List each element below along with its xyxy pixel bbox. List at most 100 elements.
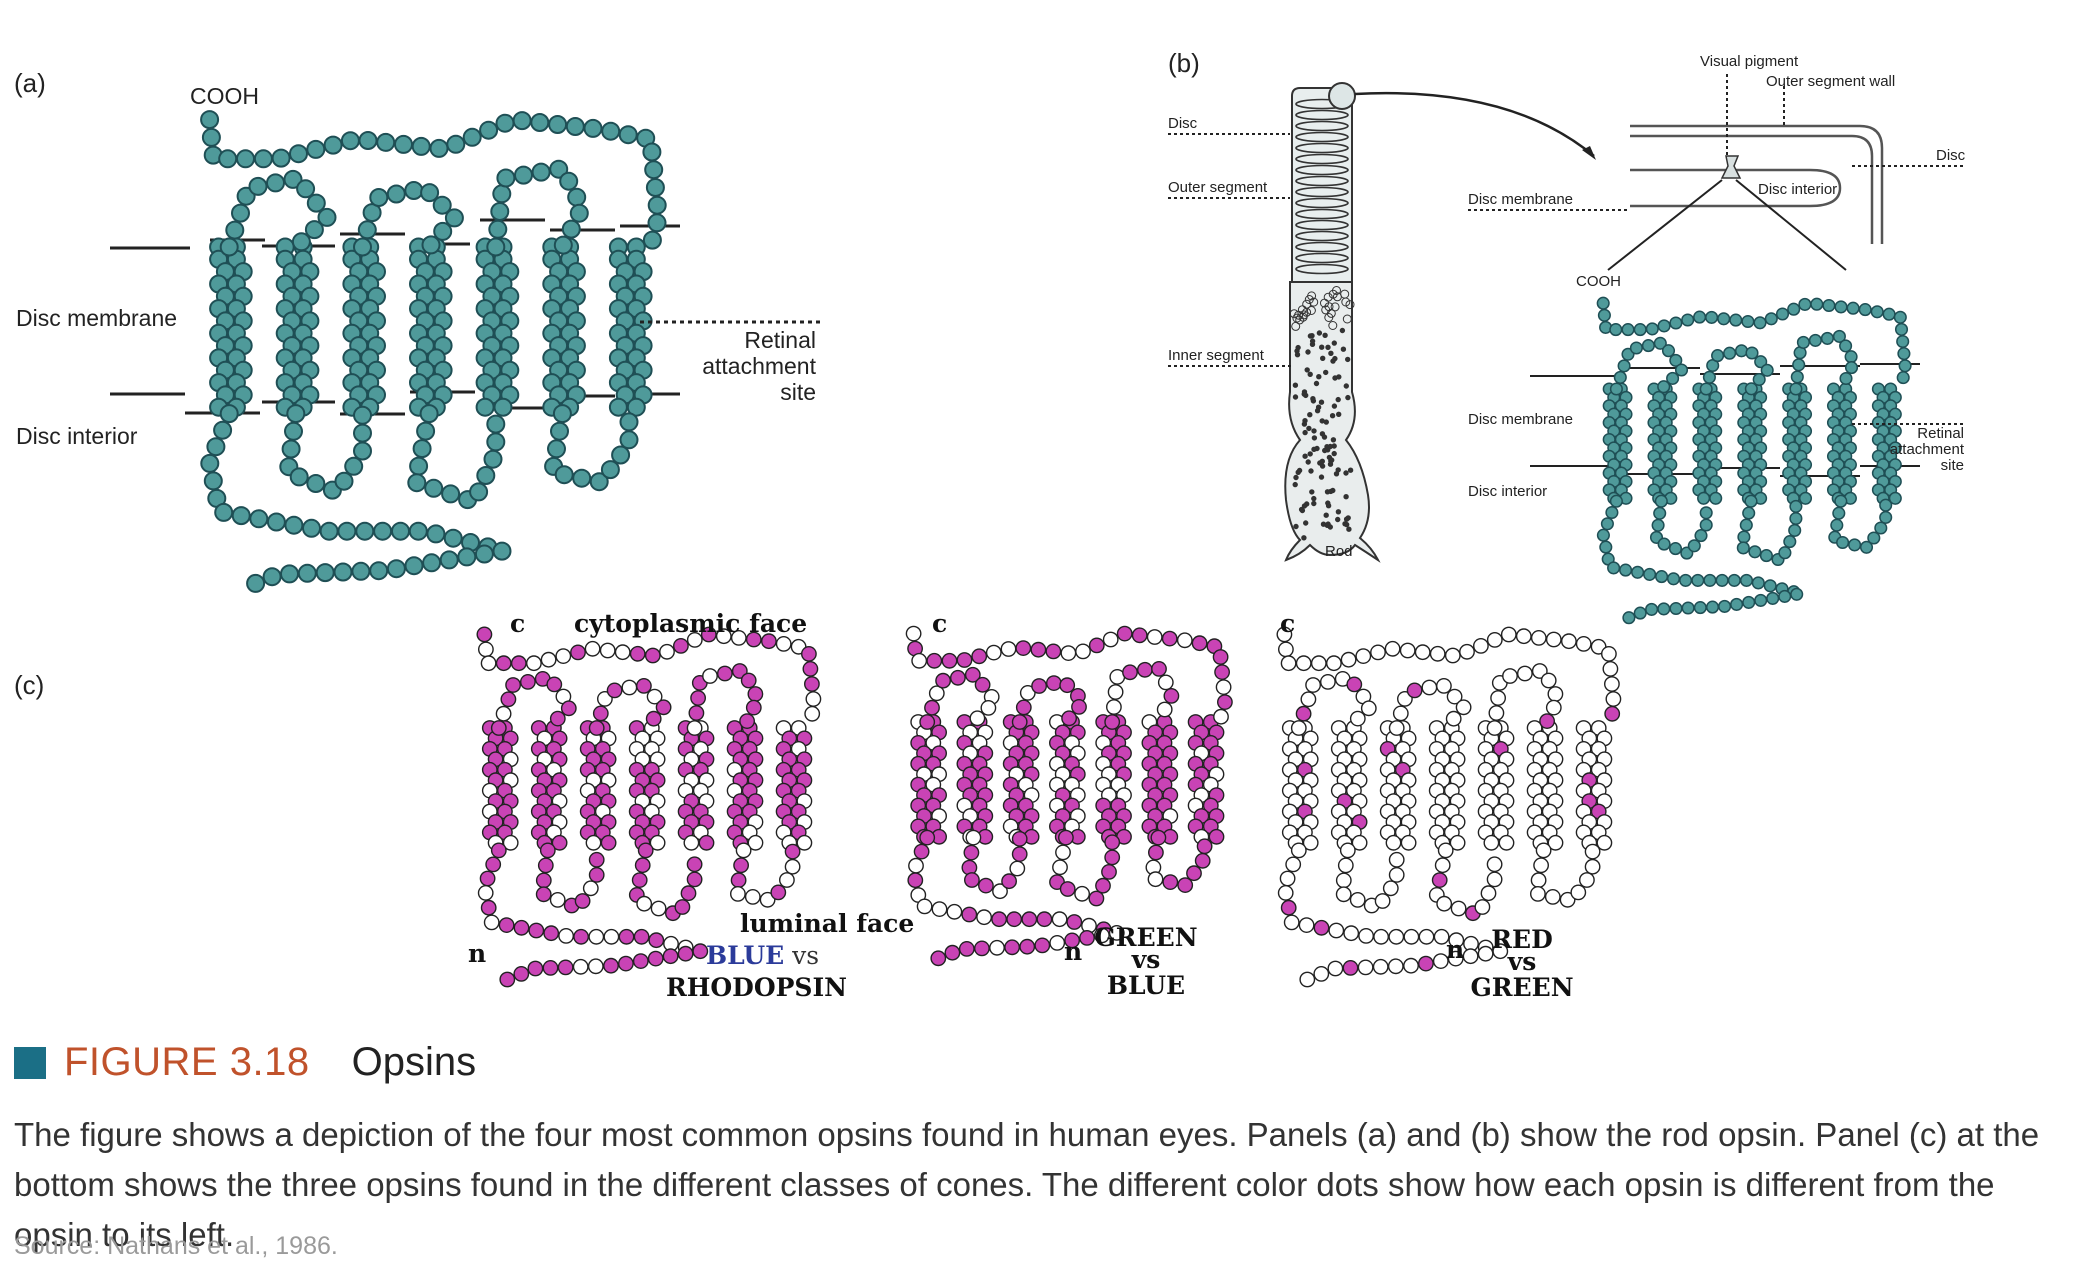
bead bbox=[492, 184, 512, 204]
bead bbox=[1530, 872, 1547, 889]
panel-b-label: (b) bbox=[1168, 48, 1200, 78]
bead bbox=[647, 213, 667, 233]
bead bbox=[1277, 885, 1294, 901]
rod-dot bbox=[1305, 459, 1311, 465]
rod-disc bbox=[1295, 142, 1349, 154]
disc-interior-box-label: Disc interior bbox=[1758, 181, 1837, 198]
bead bbox=[1445, 710, 1462, 727]
bead bbox=[1343, 925, 1360, 942]
bead bbox=[408, 521, 428, 541]
bead bbox=[1653, 336, 1667, 350]
rod-dot bbox=[1319, 431, 1326, 437]
bead bbox=[642, 142, 662, 162]
bead bbox=[1021, 911, 1038, 928]
bead bbox=[1810, 297, 1824, 311]
panel-a-membrane-lines bbox=[110, 218, 680, 416]
bead bbox=[804, 705, 821, 722]
bead bbox=[1388, 928, 1405, 945]
bead bbox=[407, 473, 427, 493]
bead bbox=[1741, 314, 1755, 329]
bead bbox=[1305, 677, 1322, 693]
bead bbox=[1668, 542, 1683, 556]
bead bbox=[306, 139, 326, 159]
bead bbox=[802, 661, 819, 677]
bead bbox=[1058, 829, 1074, 846]
rod-highlight-circle bbox=[1328, 82, 1356, 110]
bead bbox=[201, 127, 221, 147]
bead bbox=[733, 857, 749, 874]
helix-bead bbox=[1798, 491, 1813, 505]
bead bbox=[1540, 672, 1557, 689]
bead bbox=[289, 467, 309, 487]
bead bbox=[512, 111, 532, 131]
rod-dot bbox=[1306, 306, 1316, 315]
disc-zoom-inset bbox=[1630, 124, 1884, 244]
bead bbox=[1600, 517, 1614, 531]
bead bbox=[976, 909, 992, 926]
panel-a-label: (a) bbox=[14, 68, 46, 98]
bead bbox=[1531, 663, 1548, 679]
bead bbox=[1830, 518, 1844, 532]
rod-dot bbox=[1325, 521, 1331, 527]
helix-bead bbox=[649, 834, 666, 851]
bead bbox=[498, 917, 515, 933]
panel-b-retinal-label-1: Retinal bbox=[1917, 425, 1964, 442]
bead bbox=[1162, 874, 1179, 890]
bead bbox=[1867, 531, 1881, 545]
disc-membrane-top-label: Disc membrane bbox=[1468, 191, 1573, 208]
rod-inner-segment-dots bbox=[1289, 286, 1355, 541]
bead bbox=[965, 829, 982, 846]
bead bbox=[1822, 298, 1836, 313]
bead bbox=[1148, 844, 1164, 861]
bead bbox=[569, 203, 589, 223]
bead bbox=[559, 171, 579, 191]
bead bbox=[735, 842, 752, 859]
bead bbox=[1444, 647, 1461, 664]
bead bbox=[1278, 641, 1294, 658]
bead bbox=[1760, 363, 1774, 377]
bead bbox=[992, 883, 1008, 900]
bead bbox=[386, 559, 406, 579]
bead bbox=[1894, 322, 1909, 336]
bead bbox=[1176, 632, 1193, 649]
bead bbox=[1766, 591, 1780, 605]
visual-pigment-label: Visual pigment bbox=[1700, 53, 1799, 70]
rod-dot bbox=[1307, 412, 1313, 418]
rod-dot bbox=[1319, 463, 1326, 469]
bead bbox=[1839, 371, 1853, 386]
bead bbox=[1215, 679, 1232, 695]
bead bbox=[1326, 655, 1342, 672]
bead bbox=[930, 950, 947, 967]
bead bbox=[1737, 530, 1751, 544]
comparison-2-line1: GREEN bbox=[1094, 923, 1197, 952]
bead bbox=[1146, 629, 1163, 645]
bead bbox=[510, 655, 527, 672]
opsin-red-vs-green bbox=[1276, 626, 1622, 988]
bead bbox=[1609, 494, 1623, 508]
bead bbox=[1694, 529, 1708, 543]
bead bbox=[1711, 349, 1725, 363]
bead bbox=[606, 682, 623, 699]
bead bbox=[1839, 339, 1853, 353]
bead bbox=[1584, 858, 1601, 875]
panel-a-disc-interior-label: Disc interior bbox=[16, 423, 138, 449]
rod-dot bbox=[1295, 315, 1305, 325]
bead bbox=[420, 183, 440, 203]
bead bbox=[1599, 540, 1613, 554]
bead bbox=[1102, 631, 1119, 648]
bead bbox=[589, 472, 609, 492]
bead bbox=[1754, 355, 1768, 369]
bead bbox=[1539, 713, 1556, 729]
rod-dot bbox=[1340, 346, 1347, 352]
bead bbox=[1604, 705, 1621, 722]
bead bbox=[1666, 371, 1680, 385]
bead bbox=[1488, 705, 1505, 721]
bead bbox=[1789, 511, 1803, 526]
bead bbox=[907, 872, 924, 889]
rod-dot bbox=[1328, 350, 1334, 356]
bead bbox=[422, 553, 442, 573]
bead bbox=[443, 528, 463, 548]
bead bbox=[1705, 600, 1720, 614]
bead bbox=[266, 173, 285, 193]
rod-dot bbox=[1333, 471, 1340, 477]
